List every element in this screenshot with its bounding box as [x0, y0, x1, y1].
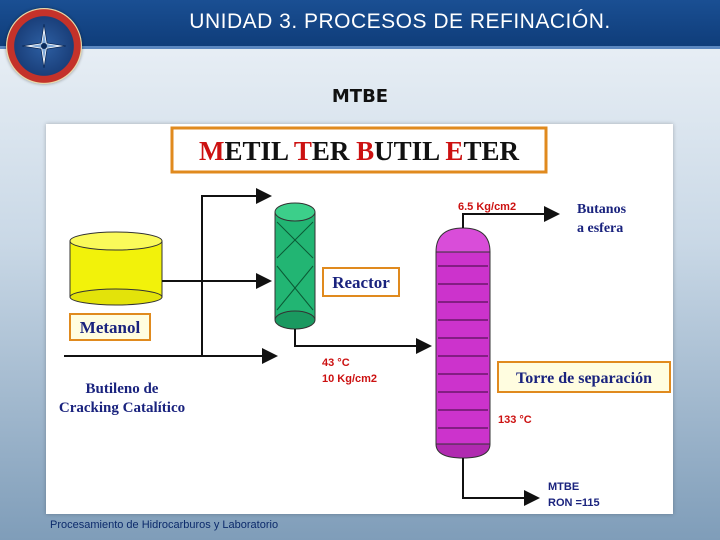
- slide-title: UNIDAD 3. PROCESOS DE REFINACIÓN.: [189, 10, 611, 33]
- methanol-tank: [69, 231, 163, 306]
- diagram-title-box: [170, 126, 548, 174]
- title-part-ter: TER: [463, 136, 519, 166]
- title-letter-e: E: [445, 136, 463, 166]
- metanol-label: Metanol: [80, 318, 141, 337]
- butanos-label-line1: Butanos: [577, 202, 627, 217]
- butanes-outlet-arrow: [462, 206, 560, 228]
- title-letter-t: T: [294, 136, 312, 166]
- reactor-label: Reactor: [332, 273, 390, 292]
- title-letter-m: M: [199, 136, 224, 166]
- mtbe-product-arrow: [462, 458, 540, 506]
- title-letter-b: B: [356, 136, 374, 166]
- metanol-label-box: [69, 313, 151, 341]
- product-label-line2: RON =115: [548, 497, 600, 509]
- feed-to-reactor-top-line: [201, 188, 272, 356]
- reactor-pressure: 10 Kg/cm2: [322, 373, 377, 385]
- slide-subtitle: MTBE: [331, 86, 389, 107]
- bottom-temp: 133 °C: [498, 414, 532, 426]
- process-diagram-panel: METIL TER BUTIL ETER Metanol Butileno de…: [46, 124, 673, 514]
- top-pressure: 6.5 Kg/cm2: [458, 201, 516, 213]
- footer-text: Procesamiento de Hidrocarburos y Laborat…: [50, 519, 279, 531]
- reactor-temp: 43 °C: [322, 357, 350, 369]
- torre-label: Torre de separación: [516, 370, 652, 387]
- mtbe-process-diagram: METIL TER BUTIL ETER Metanol Butileno de…: [59, 126, 671, 509]
- title-part-etil: ETIL: [225, 136, 294, 166]
- torre-label-box: [497, 361, 671, 393]
- reactor-label-box: [322, 267, 400, 297]
- title-part-util: UTIL: [374, 136, 445, 166]
- butileno-label-line1: Butileno de: [86, 381, 159, 397]
- reactor-to-tower-arrow: [294, 329, 432, 354]
- title-part-er: ER: [312, 136, 356, 166]
- butileno-label-line2: Cracking Catalítico: [59, 400, 185, 416]
- butanos-label-line2: a esfera: [577, 221, 623, 236]
- diagram-title: METIL TER BUTIL ETER: [199, 136, 519, 166]
- product-label-line1: MTBE: [548, 481, 579, 493]
- compass-star-icon: [21, 23, 67, 69]
- header-bar: UNIDAD 3. PROCESOS DE REFINACIÓN.: [0, 0, 720, 49]
- reactor-vessel: [274, 202, 316, 330]
- separation-tower: [435, 227, 491, 459]
- institution-logo-icon: [6, 8, 82, 84]
